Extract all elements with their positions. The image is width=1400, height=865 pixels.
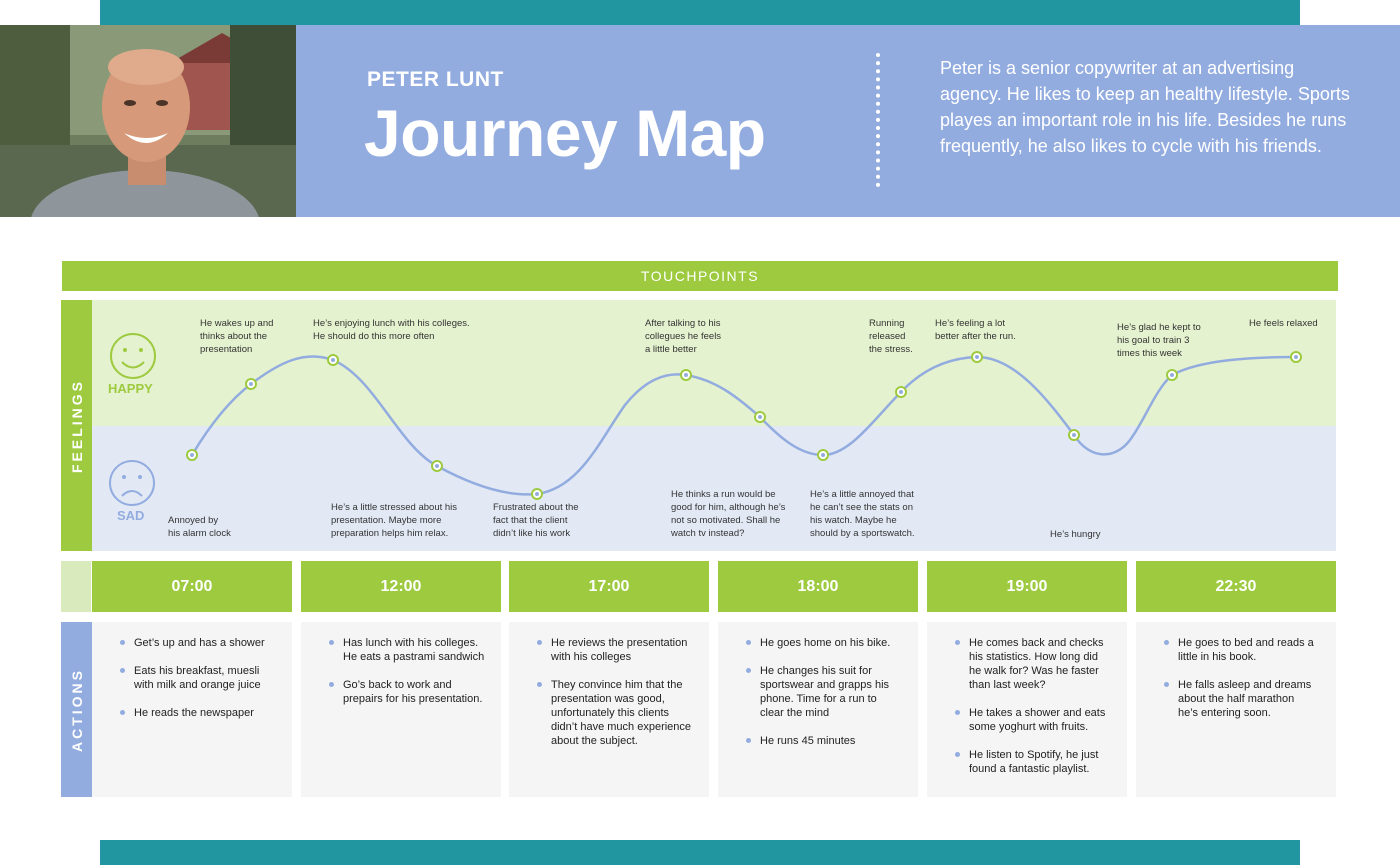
- action-item: He runs 45 minutes: [746, 734, 908, 748]
- touchpoints-bar: TOUCHPOINTS: [62, 261, 1338, 291]
- actions-card: He goes home on his bike. He changes his…: [718, 622, 918, 797]
- happy-label: HAPPY: [108, 381, 153, 396]
- action-item: He changes his suit for sportswear and g…: [746, 664, 908, 720]
- action-item: He goes home on his bike.: [746, 636, 908, 650]
- action-item: He reviews the presentation with his col…: [537, 636, 699, 664]
- action-item: Eats his breakfast, muesli with milk and…: [120, 664, 282, 692]
- feeling-note: He feels relaxed: [1249, 318, 1318, 329]
- time-header: 18:00: [718, 561, 918, 612]
- emotion-curve: [190, 355, 1297, 496]
- action-item: He reads the newspaper: [120, 706, 282, 720]
- action-item: He takes a shower and eats some yoghurt …: [955, 706, 1117, 734]
- feeling-note: He’s glad he kept to his goal to train 3…: [1117, 322, 1201, 359]
- action-item: Go’s back to work and prepairs for his p…: [329, 678, 491, 706]
- sad-face-icon: [109, 460, 155, 506]
- feeling-note: He’s a little annoyed that he can’t see …: [810, 489, 915, 539]
- time-header: 12:00: [301, 561, 501, 612]
- actions-card: He goes to bed and reads a little in his…: [1136, 622, 1336, 797]
- sad-label: SAD: [117, 508, 145, 523]
- action-item: They convince him that the presentation …: [537, 678, 699, 748]
- action-item: He goes to bed and reads a little in his…: [1164, 636, 1326, 664]
- actions-card: He comes back and checks his statistics.…: [927, 622, 1127, 797]
- feeling-note: He’s a little stressed about his present…: [331, 502, 458, 539]
- bottom-accent-bar: [100, 840, 1300, 865]
- feelings-side-label: FEELINGS: [61, 300, 92, 551]
- action-item: He listen to Spotify, he just found a fa…: [955, 748, 1117, 776]
- actions-label: ACTIONS: [68, 667, 85, 752]
- page-title: Journey Map: [364, 96, 766, 170]
- time-header: 22:30: [1136, 561, 1336, 612]
- actions-side-label: ACTIONS: [61, 622, 92, 797]
- dotted-divider: [876, 53, 880, 187]
- header-banner: PETER LUNT Journey Map Peter is a senior…: [0, 25, 1400, 217]
- top-accent-bar: [100, 0, 1300, 25]
- happy-face-icon: [110, 333, 156, 379]
- actions-card: Get’s up and has a shower Eats his break…: [92, 622, 292, 797]
- persona-photo: [0, 25, 296, 217]
- time-header: 19:00: [927, 561, 1127, 612]
- feeling-note: Running released the stress.: [869, 318, 913, 355]
- feeling-note: Annoyed by his alarm clock: [168, 515, 231, 539]
- time-row-stub: [61, 561, 91, 612]
- time-header: 07:00: [92, 561, 292, 612]
- feeling-note: After talking to his collegues he feels …: [645, 318, 722, 355]
- feeling-note: He thinks a run would be good for him, a…: [671, 489, 786, 539]
- action-item: He comes back and checks his statistics.…: [955, 636, 1117, 692]
- sad-zone: [92, 426, 1336, 551]
- feeling-note: He’s enjoying lunch with his colleges. H…: [313, 318, 470, 342]
- action-item: He falls asleep and dreams about the hal…: [1164, 678, 1326, 720]
- action-item: Has lunch with his colleges. He eats a p…: [329, 636, 491, 664]
- feeling-note: He wakes up and thinks about the present…: [200, 318, 274, 355]
- feeling-note: He’s feeling a lot better after the run.: [935, 318, 1016, 342]
- action-item: Get’s up and has a shower: [120, 636, 282, 650]
- feeling-note: He’s hungry: [1050, 529, 1101, 540]
- actions-card: He reviews the presentation with his col…: [509, 622, 709, 797]
- feeling-note: Frustrated about the fact that the clien…: [493, 502, 579, 539]
- time-header: 17:00: [509, 561, 709, 612]
- persona-bio: Peter is a senior copywriter at an adver…: [940, 58, 1350, 156]
- actions-card: Has lunch with his colleges. He eats a p…: [301, 622, 501, 797]
- persona-name: PETER LUNT: [367, 68, 504, 91]
- happy-zone: [92, 300, 1336, 426]
